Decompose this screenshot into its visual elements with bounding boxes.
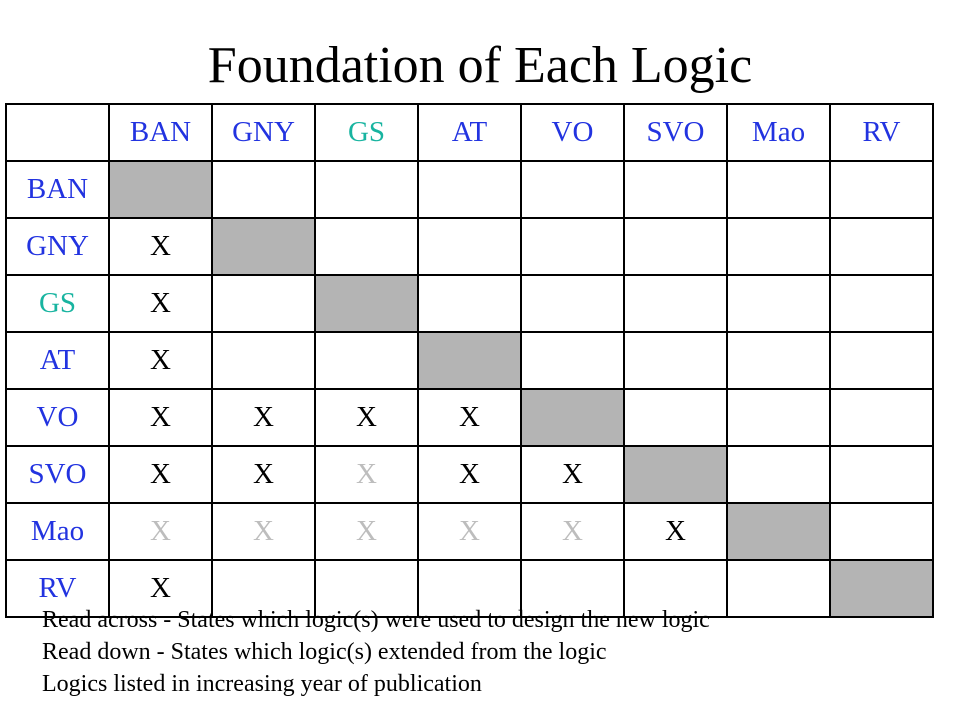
column-header-ban: BAN [108, 103, 213, 162]
diagonal-cell [211, 217, 316, 276]
empty-cell [211, 331, 316, 390]
mark-cell: X [108, 388, 213, 447]
mark-cell: X [108, 502, 213, 561]
row-header-rv: RV [5, 559, 110, 618]
row-header-svo: SVO [5, 445, 110, 504]
empty-cell [829, 502, 934, 561]
row-header-vo: VO [5, 388, 110, 447]
mark-cell: X [520, 502, 625, 561]
column-header-gny: GNY [211, 103, 316, 162]
empty-cell [623, 388, 728, 447]
empty-cell [726, 388, 831, 447]
mark-cell: X [314, 388, 419, 447]
mark-cell: X [108, 331, 213, 390]
empty-cell [417, 217, 522, 276]
empty-cell [726, 274, 831, 333]
empty-cell [726, 559, 831, 618]
mark-cell: X [108, 274, 213, 333]
mark-cell: X [417, 445, 522, 504]
mark-cell: X [520, 445, 625, 504]
diagonal-cell [829, 559, 934, 618]
mark-cell: X [211, 445, 316, 504]
diagonal-cell [623, 445, 728, 504]
column-header-vo: VO [520, 103, 625, 162]
note-read-across: Read across - States which logic(s) were… [42, 607, 710, 633]
diagonal-cell [726, 502, 831, 561]
empty-cell [314, 217, 419, 276]
empty-cell [726, 331, 831, 390]
empty-cell [314, 160, 419, 219]
empty-cell [726, 217, 831, 276]
empty-cell [520, 331, 625, 390]
mark-cell: X [417, 388, 522, 447]
mark-cell: X [211, 388, 316, 447]
mark-cell: X [314, 445, 419, 504]
empty-cell [520, 559, 625, 618]
empty-cell [829, 217, 934, 276]
row-header-mao: Mao [5, 502, 110, 561]
empty-cell [623, 331, 728, 390]
empty-cell [520, 274, 625, 333]
mark-cell: X [417, 502, 522, 561]
column-header-rv: RV [829, 103, 934, 162]
row-header-at: AT [5, 331, 110, 390]
empty-cell [623, 559, 728, 618]
empty-cell [726, 160, 831, 219]
column-header-svo: SVO [623, 103, 728, 162]
empty-cell [417, 559, 522, 618]
corner-cell [5, 103, 110, 162]
mark-cell: X [623, 502, 728, 561]
empty-cell [829, 160, 934, 219]
diagonal-cell [520, 388, 625, 447]
empty-cell [314, 331, 419, 390]
empty-cell [623, 274, 728, 333]
empty-cell [623, 160, 728, 219]
column-header-mao: Mao [726, 103, 831, 162]
mark-cell: X [108, 217, 213, 276]
mark-cell: X [314, 502, 419, 561]
row-header-gs: GS [5, 274, 110, 333]
empty-cell [211, 160, 316, 219]
table-row: BAN [5, 160, 934, 219]
empty-cell [211, 559, 316, 618]
empty-cell [520, 217, 625, 276]
mark-cell: X [108, 445, 213, 504]
note-publication-order: Logics listed in increasing year of publ… [42, 671, 482, 697]
empty-cell [623, 217, 728, 276]
empty-cell [520, 160, 625, 219]
empty-cell [417, 160, 522, 219]
notes: Read across - States which logic(s) were… [42, 604, 710, 700]
diagonal-cell [417, 331, 522, 390]
empty-cell [829, 274, 934, 333]
diagonal-cell [108, 160, 213, 219]
row-header-gny: GNY [5, 217, 110, 276]
note-read-down: Read down - States which logic(s) extend… [42, 639, 607, 665]
empty-cell [211, 274, 316, 333]
empty-cell [417, 274, 522, 333]
empty-cell [829, 445, 934, 504]
slide-title: Foundation of Each Logic [207, 37, 753, 94]
row-header-ban: BAN [5, 160, 110, 219]
column-header-gs: GS [314, 103, 419, 162]
empty-cell [829, 331, 934, 390]
empty-cell [314, 559, 419, 618]
empty-cell [829, 388, 934, 447]
mark-cell: X [108, 559, 213, 618]
empty-cell [726, 445, 831, 504]
diagonal-cell [314, 274, 419, 333]
column-header-at: AT [417, 103, 522, 162]
mark-cell: X [211, 502, 316, 561]
